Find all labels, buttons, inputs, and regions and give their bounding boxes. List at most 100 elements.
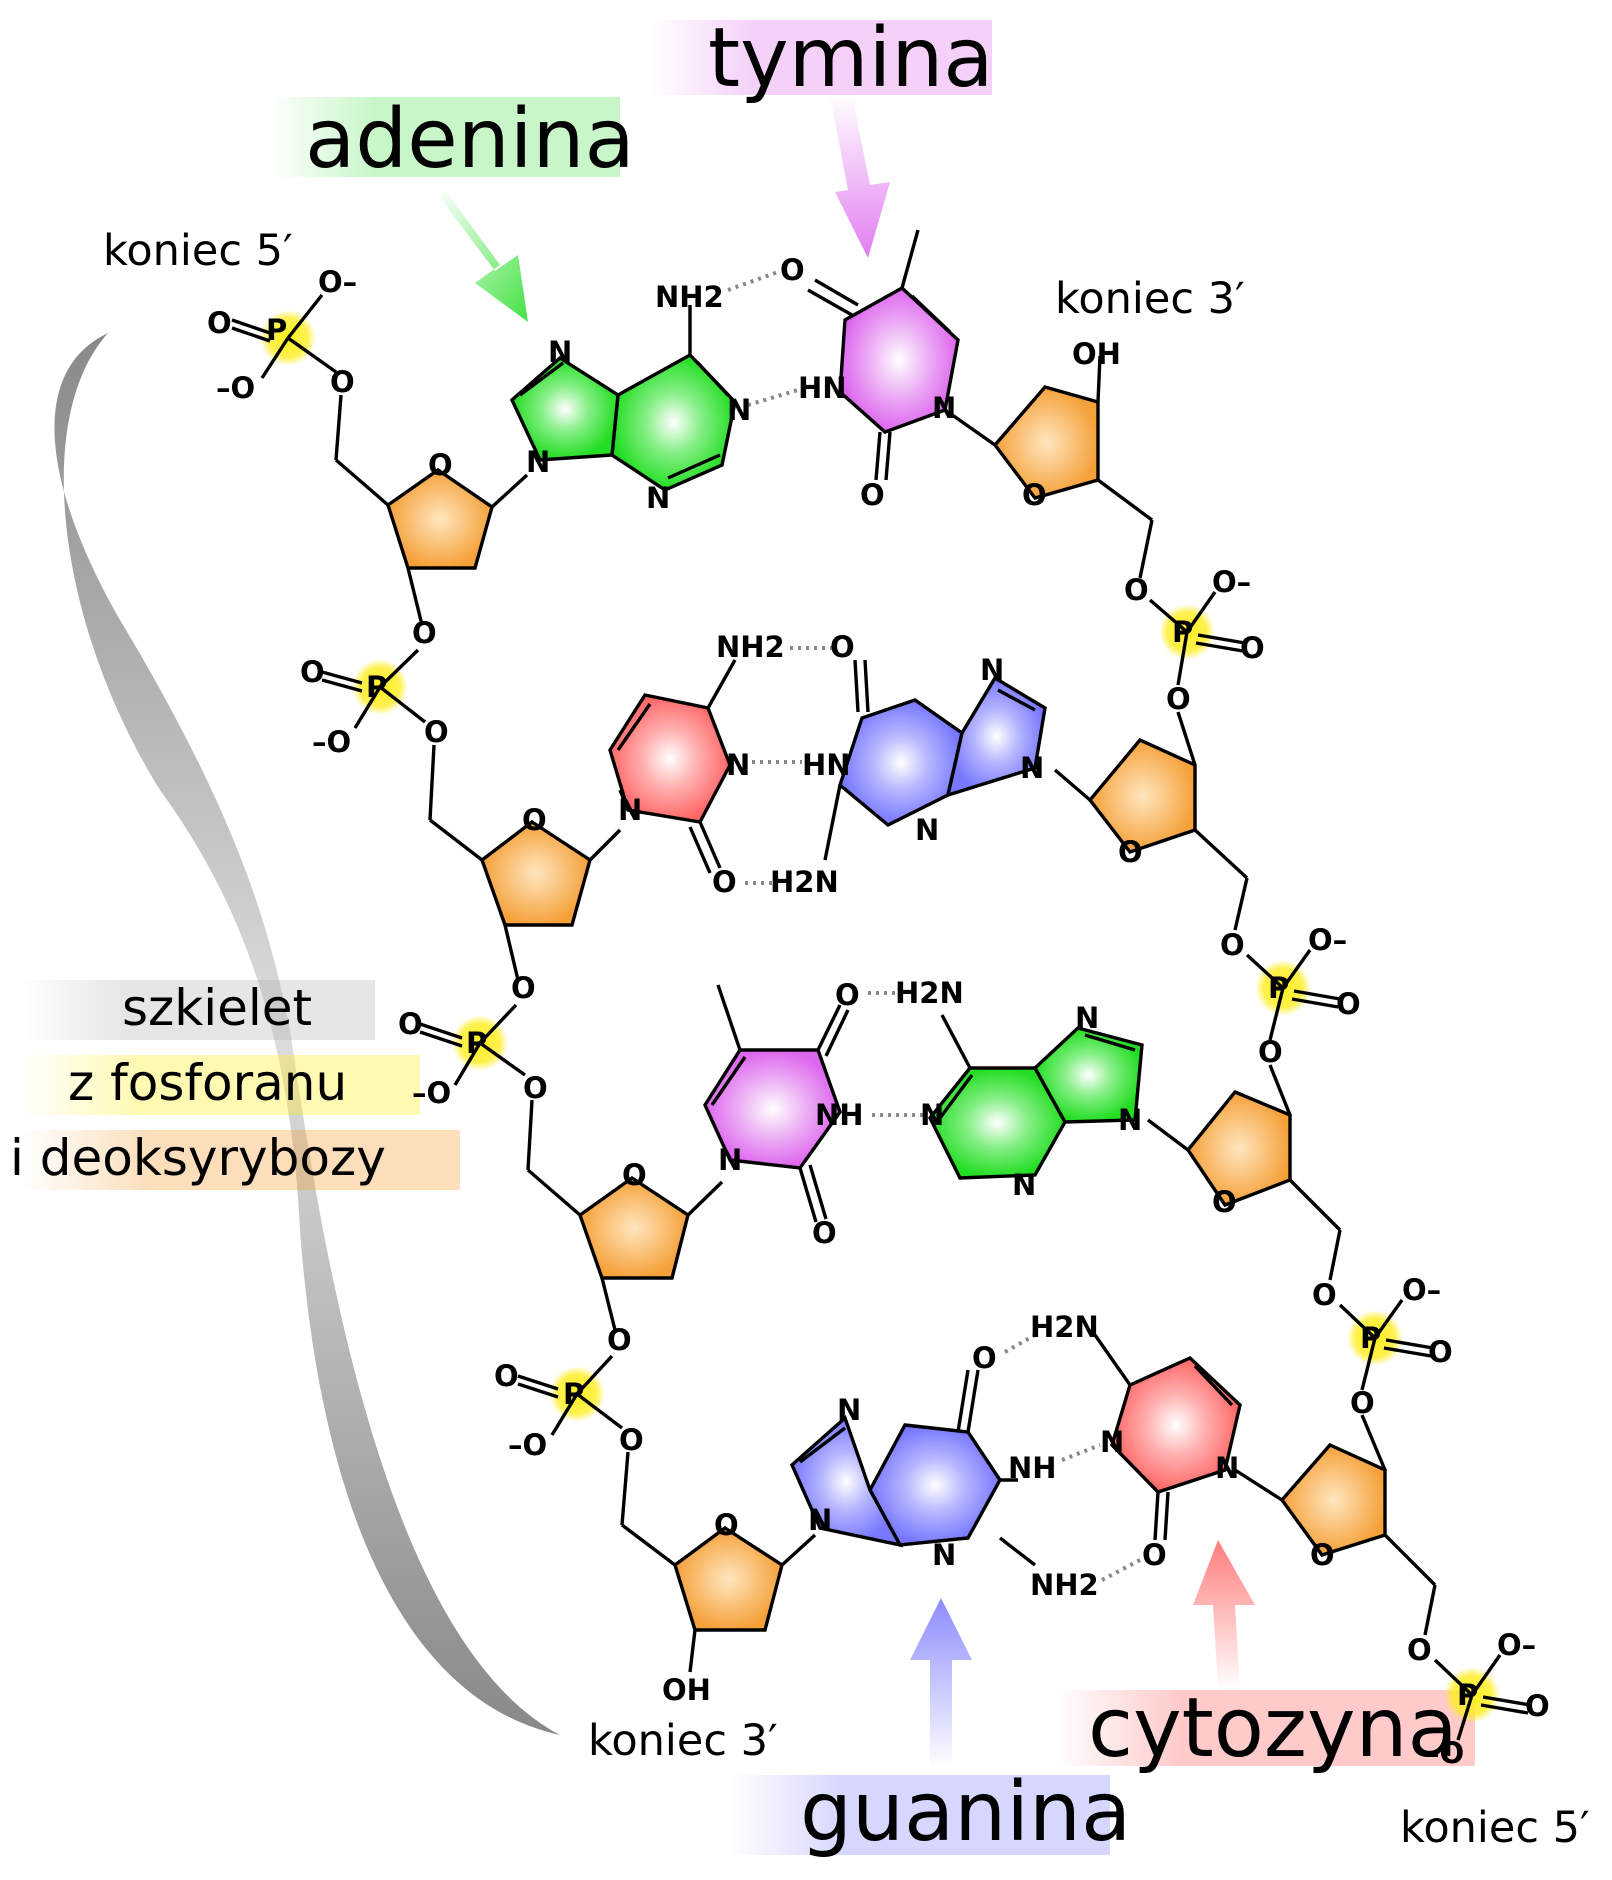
backbone-label-line-1: szkielet (122, 979, 312, 1037)
oxygen-label: O (511, 971, 536, 1005)
minus-oxygen-label: –O (216, 371, 255, 405)
amine-label: NH2 (716, 630, 785, 664)
sugar-deoxyribose (1185, 1089, 1292, 1208)
nitrogen-label: N (915, 813, 939, 847)
nitrogen-label: N (526, 445, 550, 479)
sugar-deoxyribose (673, 1525, 784, 1632)
amine-label: H2N (895, 976, 964, 1010)
nitrogen-label: N (1020, 751, 1044, 785)
guanine-label: guanina (800, 1765, 1131, 1860)
backbone-label-line-2: z fosforanu (68, 1054, 347, 1112)
oxygen-label: O (1258, 1035, 1283, 1069)
phosphorus-label: P (466, 1026, 487, 1060)
minus-oxygen-label: –O (1425, 1736, 1464, 1770)
amine-label: NH2 (655, 280, 724, 314)
oxygen-label: O (1240, 631, 1265, 665)
nitrogen-label: N (1075, 1001, 1099, 1035)
sugar-deoxyribose (577, 1175, 690, 1280)
oxygen-label: O (523, 1071, 548, 1105)
oxygen-label: O (1142, 1538, 1167, 1572)
right-strand (947, 355, 1531, 1741)
guanine-base-4 (789, 1369, 1037, 1567)
oxygen-minus-label: O– (1497, 1628, 1536, 1662)
minus-oxygen-label: –O (312, 725, 351, 759)
imino-label: NH (1008, 1451, 1057, 1485)
sugar-deoxyribose (479, 819, 592, 927)
oxygen-label: O (398, 1007, 423, 1041)
nitrogen-label: N (646, 481, 670, 515)
oxygen-label: O (1124, 573, 1149, 607)
nitrogen-label: N (548, 335, 572, 369)
oxygen-label: O (1220, 928, 1245, 962)
backbone-label-bg-3 (20, 1130, 460, 1190)
thymine-label-bg (650, 20, 992, 95)
nitrogen-label: N (932, 1538, 956, 1572)
phosphorus-label: P (563, 1377, 584, 1411)
thymine-base-3 (703, 984, 850, 1223)
nitrogen-label: N (618, 793, 642, 827)
ring-oxygen-label: O (1118, 835, 1143, 869)
cytosine-arrow (1193, 1540, 1255, 1690)
adenine-arrow (438, 190, 528, 322)
adenine-base-3 (927, 1014, 1144, 1180)
nitrogen-label: N (837, 1393, 861, 1427)
oxygen-minus-label: O– (1308, 923, 1347, 957)
ring-oxygen-label: O (1310, 1538, 1335, 1572)
nitrogen-label: N (727, 393, 751, 427)
ring-oxygen-label: O (1212, 1185, 1237, 1219)
left-strand (231, 293, 817, 1673)
oxygen-label: O (830, 630, 855, 664)
oxygen-label: O (1428, 1335, 1453, 1369)
oxygen-label: O (424, 715, 449, 749)
nitrogen-label: N (1118, 1103, 1142, 1137)
cytosine-label-bg (1055, 1690, 1475, 1766)
oxygen-label: O (607, 1323, 632, 1357)
minus-oxygen-label: –O (412, 1076, 451, 1110)
cytosine-label: cytozyna (1088, 1681, 1458, 1776)
oxygen-minus-label: O– (318, 265, 357, 299)
nitrogen-label: N (1215, 1451, 1239, 1485)
oxygen-label: O (1166, 682, 1191, 716)
five-prime-end-bottom: koniec 5′ (1400, 1803, 1590, 1853)
oxygen-label: O (712, 865, 737, 899)
nitrogen-label: N (920, 1098, 944, 1132)
cytosine-base-4 (1093, 1334, 1242, 1541)
oxygen-label: O (1407, 1633, 1432, 1667)
sugar-deoxyribose (1087, 737, 1197, 854)
adenine-label: adenina (305, 92, 635, 187)
nitrogen-label: N (808, 1503, 832, 1537)
oxygen-label: O (619, 1423, 644, 1457)
ring-oxygen-label: O (1022, 478, 1047, 512)
nitrogen-label: N (726, 748, 750, 782)
guanine-arrow (910, 1598, 972, 1768)
oxygen-label: O (330, 365, 355, 399)
nitrogen-label: N (1100, 1425, 1124, 1459)
phosphorus-label: P (366, 670, 387, 704)
oxygen-label: O (835, 978, 860, 1012)
oxygen-label: O (1350, 1386, 1375, 1420)
nitrogen-label: N (980, 653, 1004, 687)
oxygen-label: O (494, 1359, 519, 1393)
thymine-arrow (830, 95, 890, 258)
five-prime-end-top: koniec 5′ (103, 226, 293, 276)
oxygen-minus-label: O– (1212, 565, 1251, 599)
nitrogen-label: N (1012, 1168, 1036, 1202)
thymine-base-1 (807, 229, 960, 481)
phosphorus-label: P (266, 313, 287, 347)
hydroxyl-label: OH (662, 1673, 711, 1707)
minus-oxygen-label: –O (508, 1428, 547, 1462)
imino-label: NH (815, 1098, 864, 1132)
hydroxyl-label: OH (1072, 337, 1121, 371)
phosphorus-label: P (1268, 971, 1289, 1005)
backbone-label-bg-1 (20, 980, 375, 1040)
backbone-label-bg-2 (20, 1055, 420, 1115)
atom-labels: P O– O –O O O O P O –O O O O P O –O O O … (207, 253, 1550, 1770)
guanine-label-bg (730, 1775, 1110, 1855)
oxygen-label: O (300, 655, 325, 689)
ring-oxygen-label: O (428, 448, 453, 482)
backbone-label-line-3: i deoksyrybozy (10, 1129, 386, 1187)
sugar-deoxyribose (1279, 1442, 1387, 1557)
phosphorus-label: P (1360, 1321, 1381, 1355)
phosphorus-label: P (1172, 615, 1193, 649)
